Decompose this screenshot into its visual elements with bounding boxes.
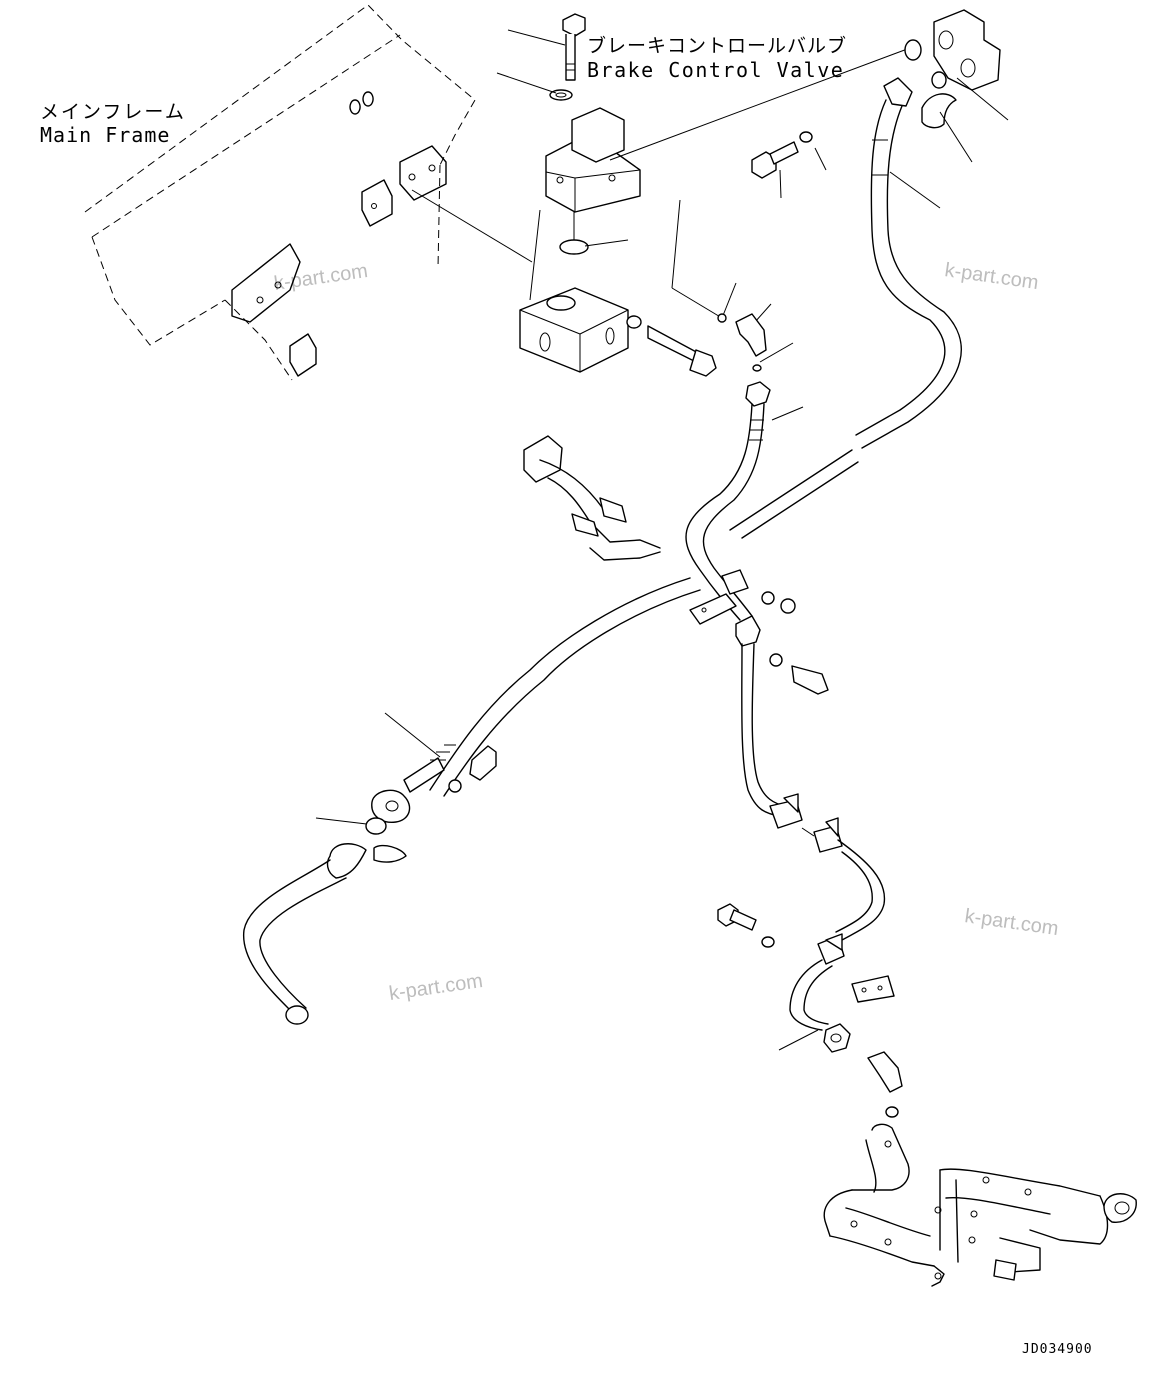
frame-leader (411, 189, 533, 263)
brake-control-valve (519, 13, 717, 377)
brake-valve-label-en: Brake Control Valve (587, 58, 844, 82)
main-hose-right (729, 77, 962, 539)
watermark-1: k-part.com (273, 260, 370, 295)
flange-bolt-top (751, 131, 813, 179)
frame-plates (231, 145, 447, 377)
watermark-3: k-part.com (963, 905, 1060, 940)
main-frame-label-en: Main Frame (40, 123, 170, 147)
upper-left-return-pipe (523, 435, 661, 561)
main-pipe-left (429, 577, 701, 797)
lower-elbow-and-tank (823, 1051, 1137, 1287)
center-hose (685, 381, 895, 1053)
valve-elbow (717, 313, 767, 372)
watermark-2: k-part.com (943, 259, 1040, 294)
drawing-number: JD034900 (1022, 1342, 1093, 1357)
left-flange-assembly (243, 745, 497, 1025)
brake-valve-label-jp: ブレーキコントロールバルブ (587, 34, 847, 57)
watermark-4: k-part.com (388, 970, 485, 1005)
callout-leaders (315, 29, 1009, 1051)
valve-label-leader (609, 47, 911, 161)
main-frame (84, 4, 476, 381)
upper-right-fitting (904, 9, 1001, 129)
main-frame-label-jp: メインフレーム (40, 101, 186, 123)
